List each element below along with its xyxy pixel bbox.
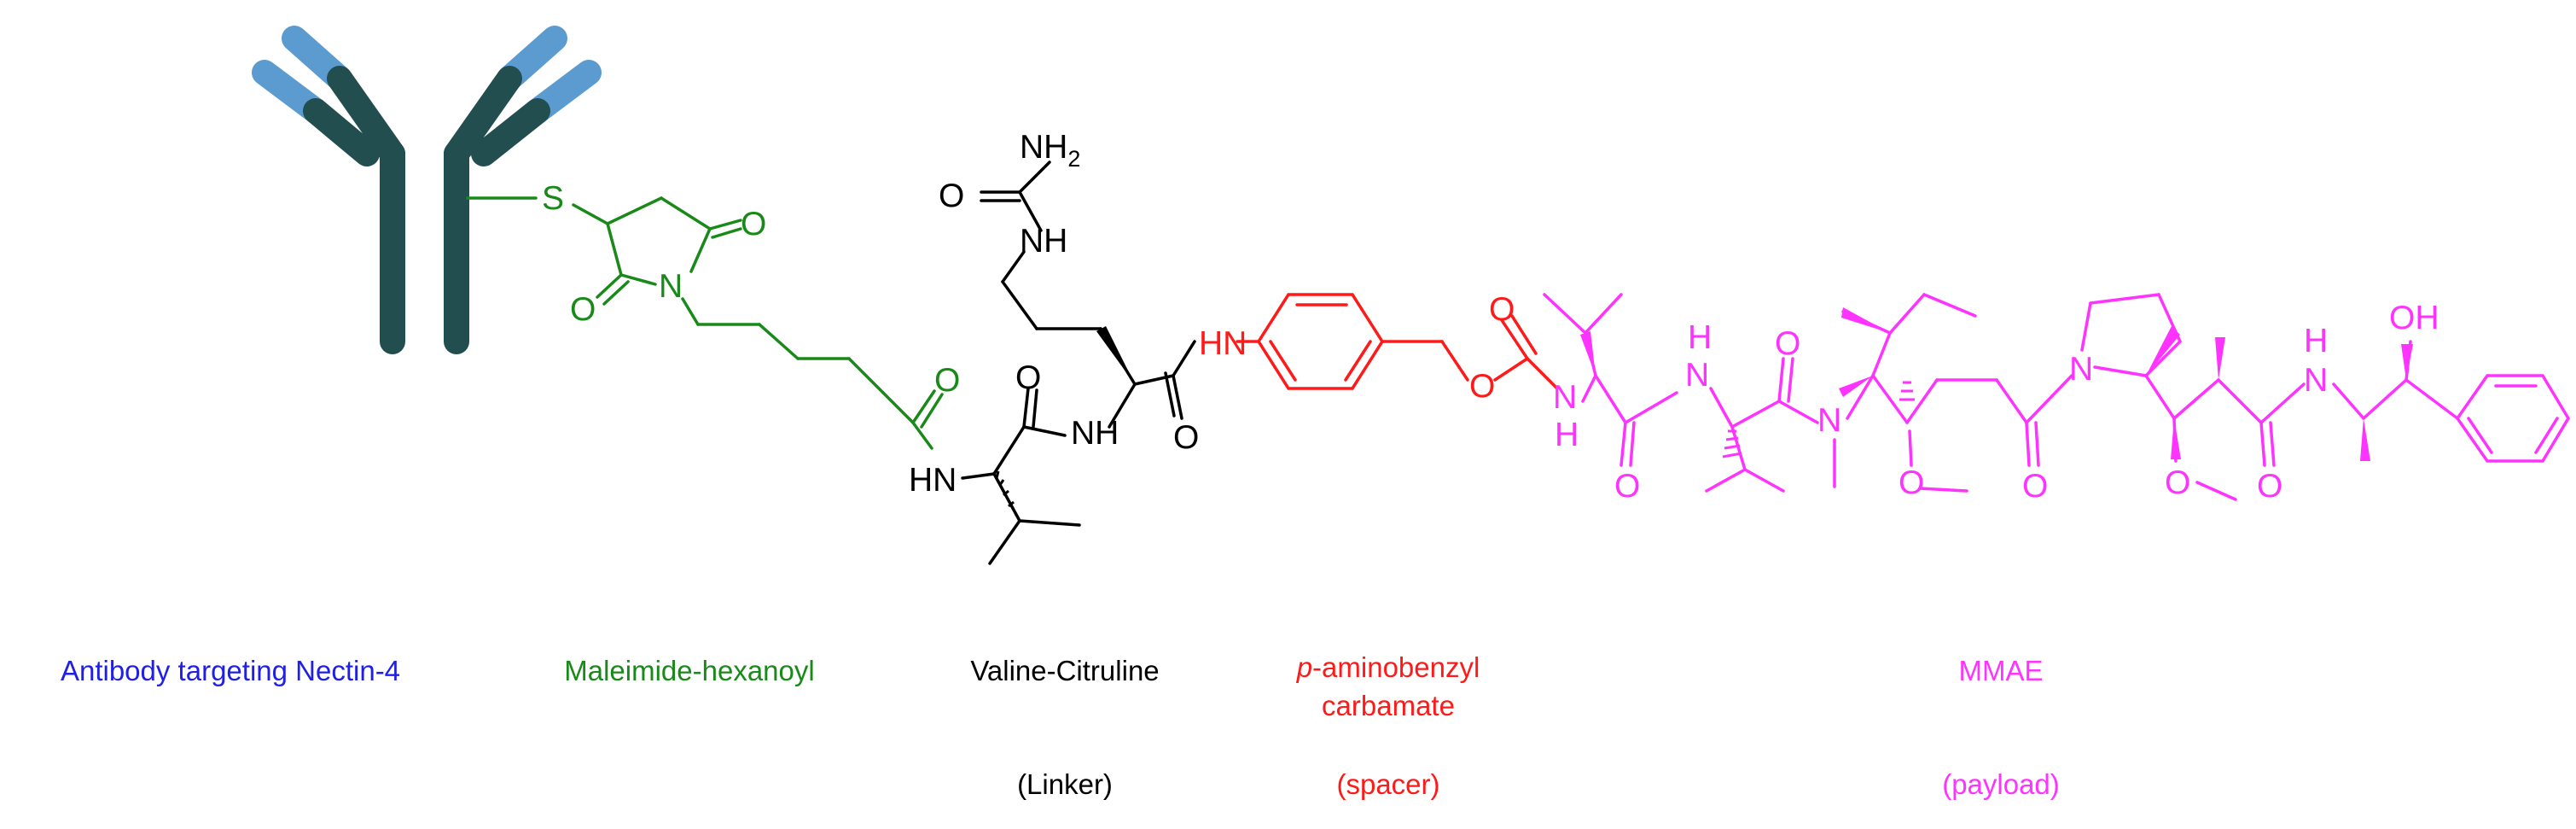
atom-oh-mmae: OH — [2389, 300, 2439, 336]
atom-n-mmae-2: N — [1685, 357, 1709, 394]
mmae-wedge-norephedrine-methyl — [2360, 418, 2370, 461]
caption-spacer-role: (spacer) — [1336, 768, 1439, 800]
linker-stereo-hashes — [995, 470, 1015, 508]
valine-citrulline-linker — [961, 161, 1196, 565]
linker-atoms: HN O NH O NH O NH2 — [909, 129, 1199, 499]
atom-h-mmae-3: H — [2304, 323, 2328, 359]
mmae-wedge-ome-dap — [2171, 418, 2181, 459]
atom-o-mmae-val1: O — [1614, 468, 1640, 505]
atom-o-urea: O — [939, 178, 964, 214]
atom-hn-spacer: HN — [1199, 325, 1247, 362]
atom-o-mmae-ketone: O — [2022, 468, 2048, 505]
atom-o-citrulline: O — [1173, 419, 1199, 456]
atom-h-mmae-1: H — [1555, 417, 1579, 453]
mmae-wedge-val1 — [1580, 331, 1596, 376]
atom-o-mmae-ome2: O — [2165, 464, 2190, 501]
mmae-wedge-ile-methyl — [1841, 307, 1890, 333]
mmae-wedge-pro — [2146, 326, 2180, 376]
atom-h-mmae-2: H — [1688, 319, 1712, 356]
pab-spacer-group — [1236, 293, 1559, 390]
atom-o-hexanoyl: O — [934, 362, 960, 399]
atom-nh-urea: NH — [1020, 223, 1067, 260]
captions: Antibody targeting Nectin-4 Maleimide-he… — [61, 651, 2060, 800]
antibody-icon — [252, 26, 602, 354]
atom-o-ring-left: O — [570, 291, 596, 328]
atom-nh2: NH2 — [1020, 129, 1080, 172]
atom-n-mmae-3: N — [2304, 362, 2328, 399]
caption-linker-name: Valine-Citruline — [970, 655, 1159, 686]
mmae-wedge-nme — [1839, 376, 1873, 397]
atom-o-ether: O — [1469, 368, 1495, 405]
atom-hn-valine: HN — [909, 462, 957, 499]
mmae-wedge-oh — [2401, 344, 2413, 380]
antibody-heavy-chains — [303, 66, 550, 354]
atom-n-mmae-nme: N — [1817, 402, 1841, 439]
atom-o-ring-right: O — [741, 206, 766, 242]
atom-s: S — [542, 180, 564, 217]
mmae-atoms: N H O H N O N O O N O O H N OH — [1553, 300, 2439, 505]
mmae-stereo-hashes — [1722, 381, 1915, 458]
caption-maleimide: Maleimide-hexanoyl — [564, 655, 814, 686]
maleimide-atoms: S O N O O — [542, 180, 960, 399]
maleimide-hexanoyl-group — [466, 196, 944, 450]
atom-nh-citrulline: NH — [1071, 415, 1119, 452]
caption-payload-role: (payload) — [1942, 768, 2060, 800]
mmae-wedge-dap-methyl — [2215, 337, 2225, 380]
caption-spacer-line1: p-aminobenzyl — [1296, 651, 1480, 683]
atom-n-mmae-1: N — [1553, 379, 1577, 416]
atom-o-mmae-amide: O — [2257, 468, 2282, 505]
spacer-atoms: HN O O — [1199, 291, 1515, 405]
citrulline-wedge — [1096, 326, 1135, 384]
atom-o-valine: O — [1015, 359, 1041, 396]
atom-o-mmae-ome1: O — [1899, 464, 1924, 501]
caption-linker-role: (Linker) — [1017, 768, 1113, 800]
atom-o-mmae-val2: O — [1775, 325, 1800, 362]
caption-payload-name: MMAE — [1959, 655, 2044, 686]
atom-n-ring: N — [659, 268, 683, 305]
atom-n-mmae-pyrrolidine: N — [2069, 351, 2093, 388]
caption-spacer-line2: carbamate — [1322, 690, 1455, 721]
atom-o-carbamate: O — [1489, 291, 1515, 328]
caption-antibody: Antibody targeting Nectin-4 — [61, 655, 400, 686]
